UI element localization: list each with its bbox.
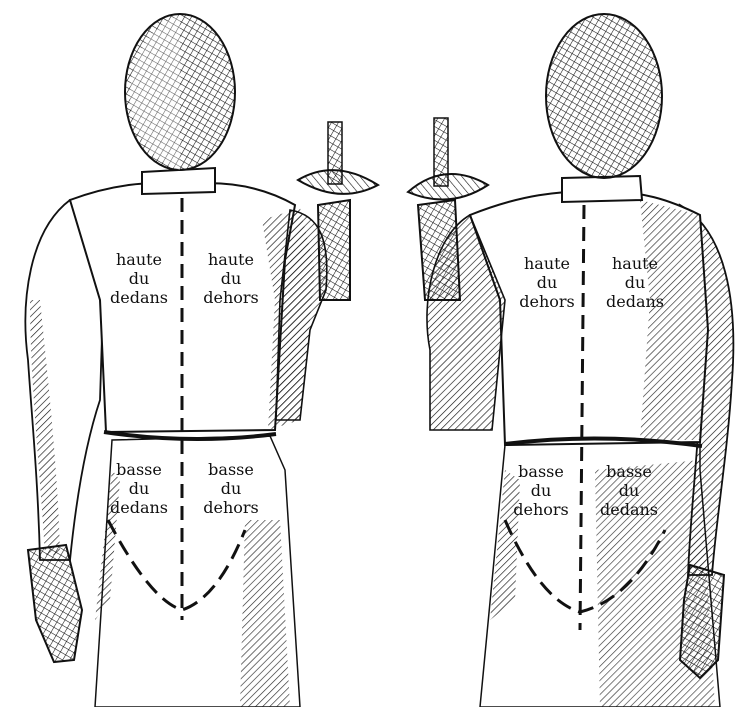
label-line: basse: [586, 462, 672, 481]
label-line: dedans: [586, 500, 672, 519]
label-line: haute: [504, 254, 590, 273]
left-fencer-glove: [28, 545, 82, 662]
label-right-lower-outside: basse du dehors: [498, 462, 584, 519]
left-fencer-waistline: [104, 432, 276, 439]
label-right-upper-inside: haute du dedans: [592, 254, 678, 311]
label-line: haute: [188, 250, 274, 269]
label-line: dehors: [188, 288, 274, 307]
right-fencer-glove: [680, 565, 724, 678]
label-line: du: [96, 479, 182, 498]
label-line: du: [592, 273, 678, 292]
label-line: haute: [592, 254, 678, 273]
label-line: du: [498, 481, 584, 500]
label-right-lower-inside: basse du dedans: [586, 462, 672, 519]
left-fencer-weapon-grip: [328, 122, 342, 184]
right-fencer-weapon-grip: [434, 118, 448, 186]
label-left-upper-inside: haute du dedans: [96, 250, 182, 307]
label-line: haute: [96, 250, 182, 269]
label-line: dehors: [188, 498, 274, 517]
label-left-lower-outside: basse du dehors: [188, 460, 274, 517]
label-line: basse: [188, 460, 274, 479]
left-fencer: [25, 14, 378, 707]
label-right-upper-outside: haute du dehors: [504, 254, 590, 311]
label-line: du: [586, 481, 672, 500]
label-line: dedans: [592, 292, 678, 311]
right-fencer: [408, 14, 733, 707]
label-line: du: [188, 269, 274, 288]
label-line: du: [96, 269, 182, 288]
label-line: dehors: [498, 500, 584, 519]
label-line: basse: [498, 462, 584, 481]
label-line: dehors: [504, 292, 590, 311]
label-line: dedans: [96, 498, 182, 517]
label-left-lower-inside: basse du dedans: [96, 460, 182, 517]
label-line: dedans: [96, 288, 182, 307]
label-line: basse: [96, 460, 182, 479]
right-fencer-mask: [546, 14, 662, 178]
label-line: du: [504, 273, 590, 292]
label-line: du: [188, 479, 274, 498]
label-left-upper-outside: haute du dehors: [188, 250, 274, 307]
